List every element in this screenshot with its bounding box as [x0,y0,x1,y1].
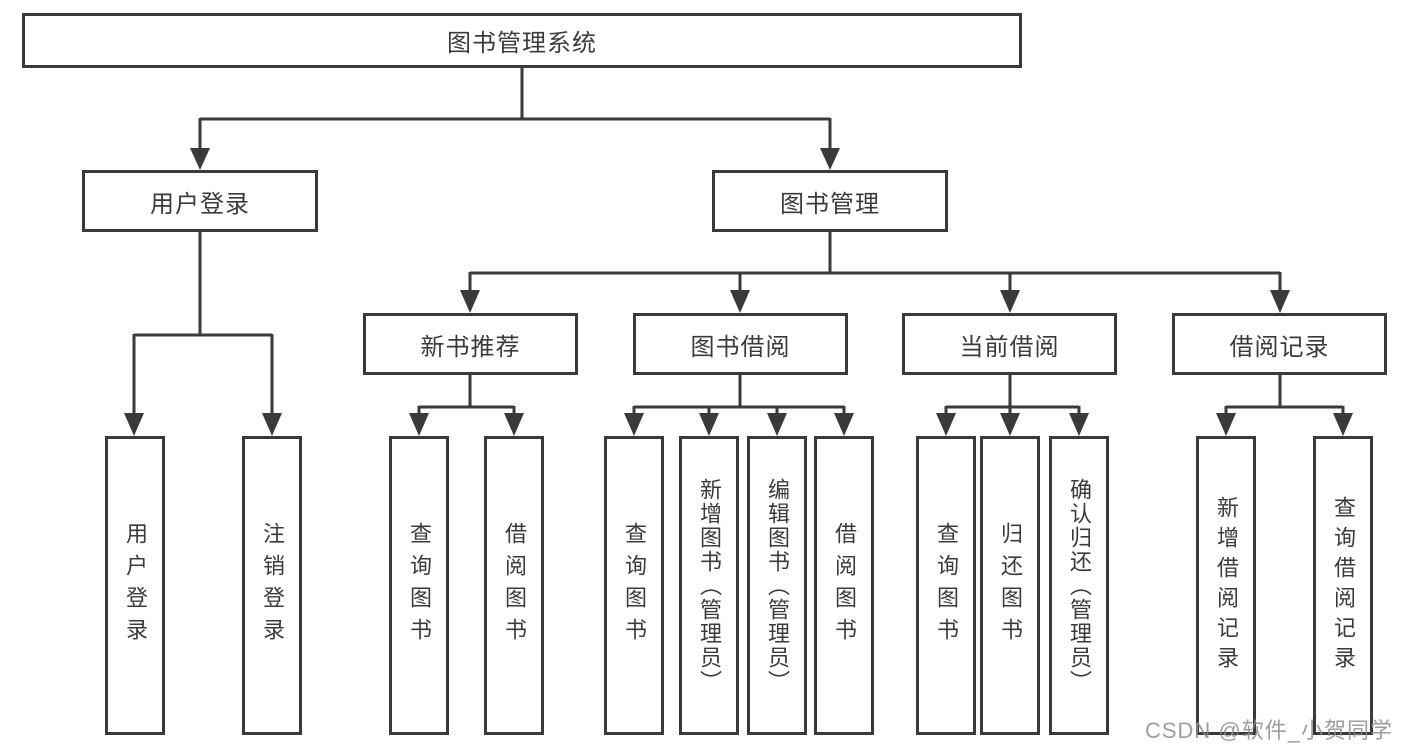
leaf-borrow-books-newbooks: 借阅图书 [484,436,544,735]
leaf-user-login: 用户登录 [105,436,165,735]
node-book-borrowing: 图书借阅 [633,313,848,375]
node-borrow-records: 借阅记录 [1172,313,1387,375]
connector-user-login-to-children [124,232,282,436]
node-user-login: 用户登录 [82,170,318,232]
leaf-add-books-admin: 新增图书（管理员） [679,436,739,735]
leaf-return-books: 归还图书 [980,436,1040,735]
node-book-management: 图书管理 [712,170,948,232]
connector-borrowing-to-children [624,375,854,436]
leaf-edit-books-admin: 编辑图书（管理员） [747,436,807,735]
node-current-borrowing: 当前借阅 [902,313,1117,375]
connector-new-books-to-children [409,375,524,436]
connector-records-to-children [1216,375,1353,436]
leaf-query-books-current: 查询图书 [916,436,976,735]
csdn-watermark: CSDN @软件_小贺同学 [1144,718,1393,743]
connector-book-mgmt-to-children [460,232,1290,313]
node-new-book-recommend: 新书推荐 [363,313,578,375]
connector-current-to-children [936,375,1089,436]
connector-root-to-children [190,68,840,170]
leaf-borrow-books-borrowing: 借阅图书 [814,436,874,735]
leaf-logout: 注销登录 [242,436,302,735]
leaf-query-books-newbooks: 查询图书 [389,436,449,735]
leaf-query-borrow-record: 查询借阅记录 [1313,436,1373,735]
leaf-confirm-return-admin: 确认归还（管理员） [1049,436,1109,735]
leaf-query-books-borrowing: 查询图书 [604,436,664,735]
leaf-add-borrow-record: 新增借阅记录 [1196,436,1256,735]
node-root-system: 图书管理系统 [22,13,1022,68]
